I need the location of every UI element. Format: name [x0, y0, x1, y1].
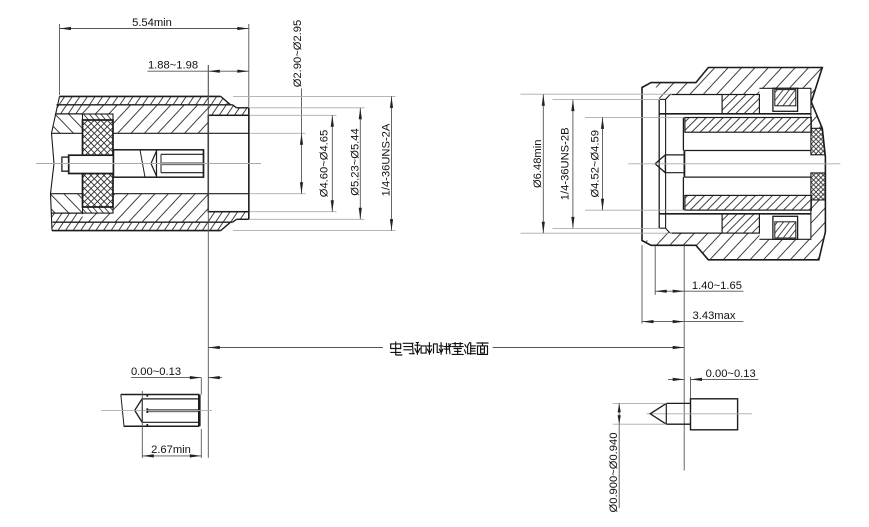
svg-text:1/4-36UNS-2A: 1/4-36UNS-2A: [381, 123, 393, 196]
svg-text:2.67min: 2.67min: [151, 444, 191, 456]
svg-text:Ø0.900~Ø0.940: Ø0.900~Ø0.940: [608, 433, 620, 513]
svg-text:Ø5.23~Ø5.44: Ø5.23~Ø5.44: [350, 128, 362, 196]
svg-text:0.00~0.13: 0.00~0.13: [706, 368, 756, 380]
svg-text:3.43max: 3.43max: [693, 310, 736, 322]
svg-text:1.40~1.65: 1.40~1.65: [692, 280, 742, 292]
svg-text:1.88~1.98: 1.88~1.98: [148, 59, 198, 71]
svg-text:1/4-36UNS-2B: 1/4-36UNS-2B: [559, 127, 571, 200]
svg-text:Ø6.48min: Ø6.48min: [532, 140, 544, 189]
svg-text:0.00~0.13: 0.00~0.13: [131, 366, 181, 378]
svg-text:Ø4.52~Ø4.59: Ø4.52~Ø4.59: [590, 130, 602, 198]
svg-text:Ø4.60~Ø4.65: Ø4.60~Ø4.65: [319, 130, 331, 198]
svg-text:5.54min: 5.54min: [132, 17, 172, 29]
svg-text:Ø2.90~Ø2.95: Ø2.90~Ø2.95: [292, 20, 304, 88]
